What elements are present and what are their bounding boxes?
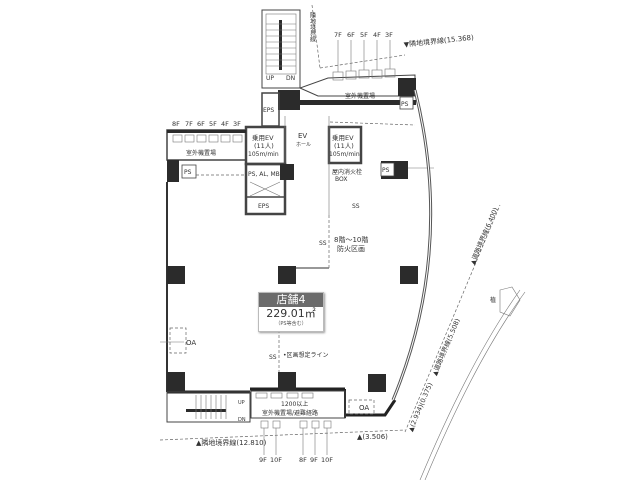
ev-right-line2: (11人): [334, 142, 354, 150]
unit-area: 229.01㎡: [266, 307, 316, 320]
stair-bottom-up: UP: [238, 400, 245, 406]
ev-right-line3: 105m/min: [329, 151, 360, 158]
oa-right: OA: [359, 404, 369, 412]
floor-tag: 8F: [172, 120, 180, 128]
ss-label-2: SS: [319, 240, 327, 247]
eps-top: EPS: [263, 107, 274, 114]
floor-tags-bottom: 9F 10F 8F 9F 10F: [259, 456, 333, 464]
floor-tag: 4F: [221, 120, 229, 128]
floor-tag: 7F: [334, 31, 342, 39]
outdoor-unit-bottom: 室外機置場/避難経路: [262, 409, 318, 417]
floor-tags-left: 8F 7F 6F 5F 4F 3F: [172, 120, 241, 128]
ss-label-3: SS: [269, 354, 277, 361]
outdoor-unit-left: 室外機置場: [186, 149, 216, 157]
outdoor-unit-top: 室外機置場: [345, 92, 375, 100]
unit-label: 店舗4 229.01㎡ （PS等含む）: [258, 292, 324, 332]
floor-tag: 6F: [197, 120, 205, 128]
fire-zone-label-2: 防火区画: [337, 244, 365, 253]
stair-up-label: UP: [266, 75, 274, 82]
eps-bottom: EPS: [258, 203, 269, 210]
floor-tag: 9F: [310, 456, 318, 464]
ps-top-right: PS: [401, 101, 409, 108]
floor-tag: 5F: [209, 120, 217, 128]
road-boundary-2: ▲道路境界線(5.508): [430, 317, 462, 377]
ps-right: PS: [382, 167, 390, 174]
floor-tag: 5F: [360, 31, 368, 39]
fire-zone-label-1: 8階～10階: [334, 235, 368, 244]
stair-dn-label: DN: [286, 75, 295, 82]
ev-left-line3: 105m/min: [248, 151, 279, 158]
floor-tag: 6F: [347, 31, 355, 39]
road-boundary-3: ▲(2.934)(0.375): [406, 381, 434, 432]
boundary-bottom: ▲隣地境界線(12.810): [196, 438, 267, 447]
hydrant-label-2: BOX: [335, 176, 347, 183]
boundary-top-right: ▼隣地境界線(15.368): [403, 33, 474, 49]
boundary-top-vertical: 隣地境界線: [309, 11, 316, 42]
columns: [167, 266, 418, 392]
floor-tag: 10F: [321, 456, 333, 464]
ps-left: PS: [184, 169, 192, 176]
floor-tag: 7F: [185, 120, 193, 128]
zone-line-label: •区画想定ライン: [283, 351, 329, 359]
unit-name: 店舗4: [259, 293, 323, 307]
ps-al-mb: PS, AL, MB: [248, 171, 280, 178]
unit-note: （PS等含む）: [275, 321, 307, 327]
hydrant-label-1: 屋内消火栓: [332, 168, 362, 176]
ev-left-line2: (11人): [254, 142, 274, 150]
floor-tag: 3F: [385, 31, 393, 39]
floor-tag: 9F: [259, 456, 267, 464]
floor-tags-top: 7F 6F 5F 4F 3F: [334, 31, 393, 39]
clearance-label: 1200以上: [281, 400, 308, 408]
ev-left-line1: 乗用EV: [252, 133, 274, 142]
side-label: 植: [490, 296, 496, 304]
boundary-bottom-right: ▲(3.506): [357, 433, 388, 441]
ev-hall-label: EV: [298, 132, 307, 140]
floor-tag: 3F: [233, 120, 241, 128]
stair-bottom-dn: DN: [238, 417, 246, 423]
top-stair: [261, 9, 301, 89]
ss-label-1: SS: [352, 203, 360, 210]
oa-left: OA: [186, 339, 196, 347]
floor-tag: 10F: [270, 456, 282, 464]
ev-right-line1: 乗用EV: [332, 133, 354, 142]
floor-tag: 4F: [373, 31, 381, 39]
floor-tag: 8F: [299, 456, 307, 464]
road-boundary-1: ▲道路境界線(6.400): [468, 206, 500, 266]
ev-hall-sublabel: ホール: [296, 142, 311, 148]
